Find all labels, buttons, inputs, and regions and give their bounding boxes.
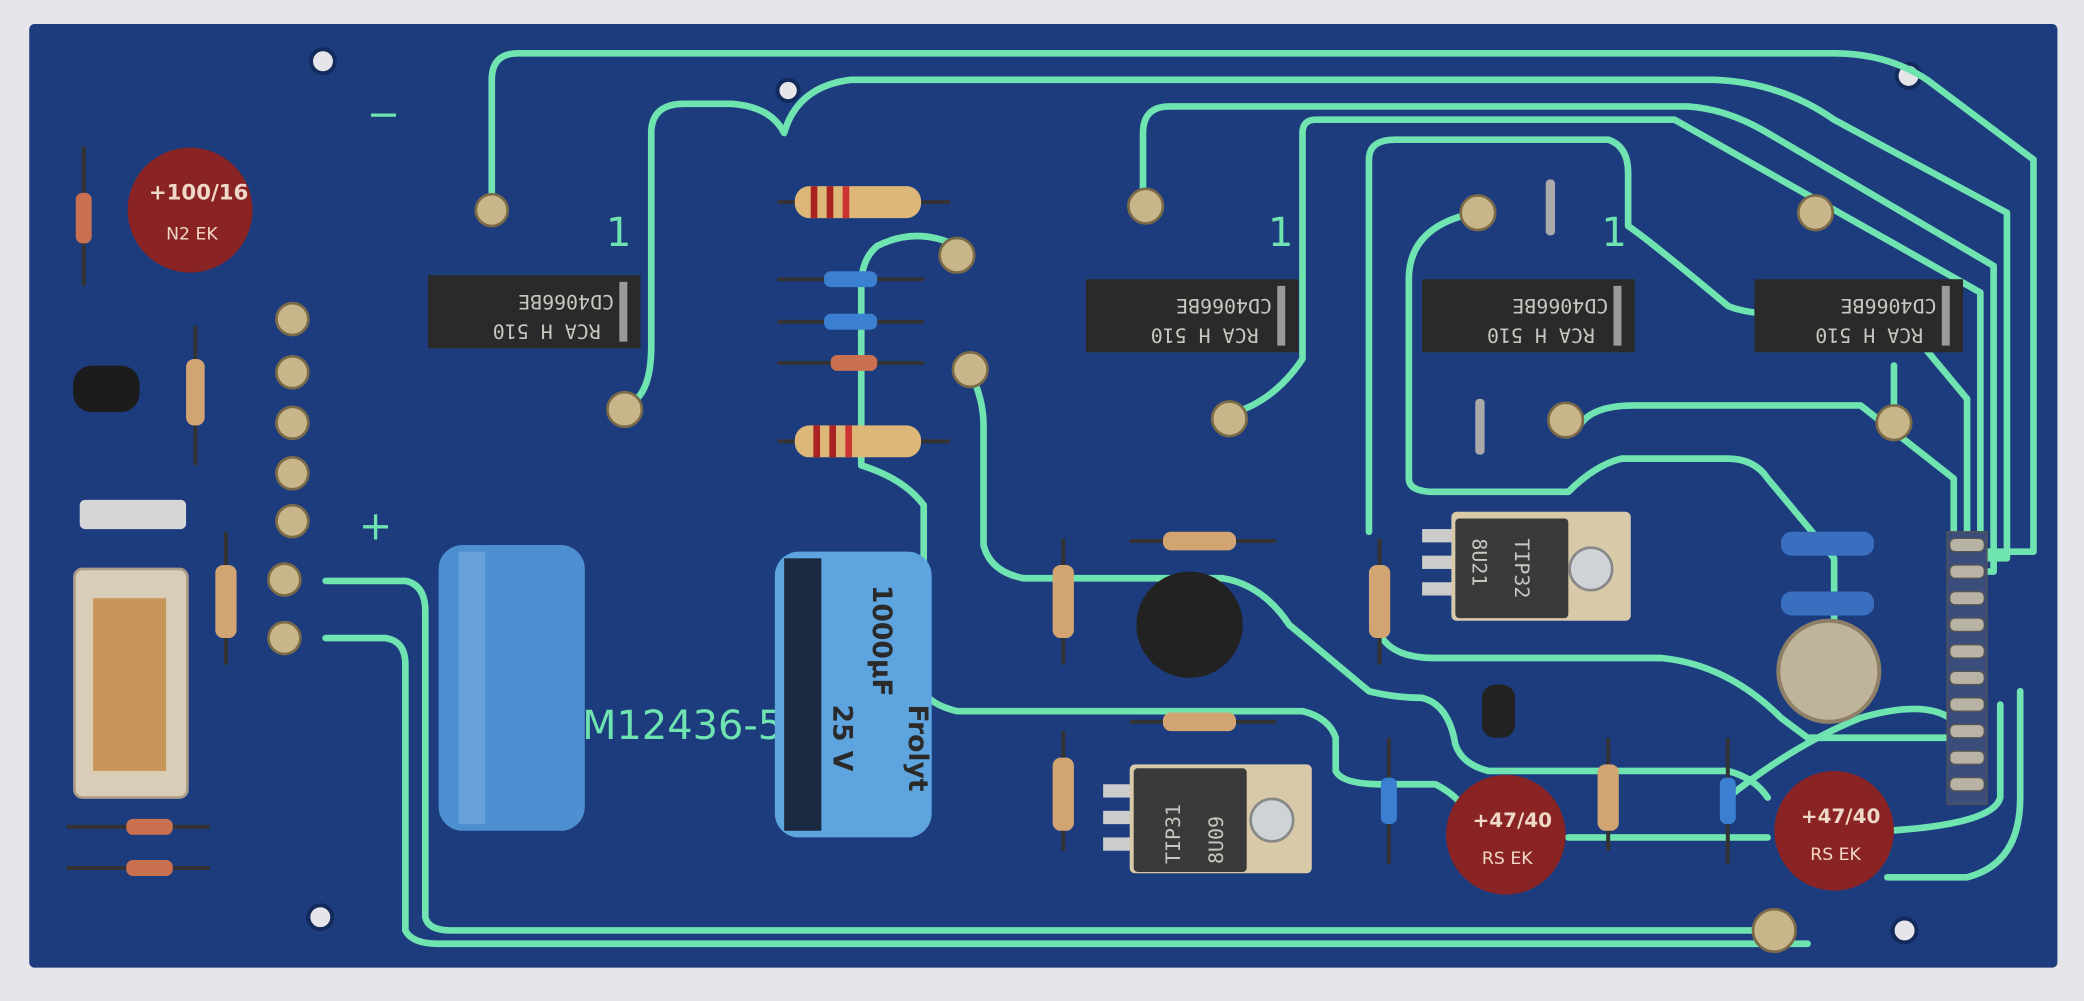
small-transistor [73, 365, 140, 413]
svg-text:TIP32: TIP32 [1510, 538, 1533, 598]
svg-text:+100/16: +100/16 [149, 180, 249, 205]
svg-text:8U09: 8U09 [1205, 816, 1228, 864]
resistors [186, 186, 1619, 851]
fuse [79, 499, 187, 530]
diodes [66, 146, 1875, 876]
minus-marker: − [367, 92, 400, 138]
svg-text:RS EK: RS EK [1810, 845, 1861, 865]
copper-traces [322, 49, 2037, 948]
metal-can-component [1776, 618, 1882, 724]
svg-text:RCA H 510: RCA H 510 [493, 319, 601, 342]
capacitor-47-40: +47/40 RS EK [1774, 770, 1894, 891]
board-part-number: M12436-5 [582, 703, 783, 749]
ic-chip: CD4066BE RCA H 510 [1754, 279, 1964, 353]
svg-text:CD4066BE: CD4066BE [518, 290, 614, 313]
pin1-marker: 1 [1268, 210, 1293, 256]
bridge-rectifier [1136, 571, 1243, 678]
electrolytic-capacitor-1000uf: 1000µF 25 V Frolyt [774, 551, 933, 838]
capacitor-brand: Frolyt [902, 705, 933, 792]
svg-text:RCA H 510: RCA H 510 [1815, 323, 1923, 346]
svg-text:+47/40: +47/40 [1473, 809, 1552, 832]
svg-text:CD4066BE: CD4066BE [1512, 294, 1608, 317]
wire-pins [1475, 179, 1556, 455]
svg-text:N2 EK: N2 EK [166, 224, 218, 244]
solder-pads [267, 187, 1913, 954]
capacitor-100-16: +100/16 N2 EK [127, 147, 253, 273]
capacitor-value: 1000µF [866, 585, 897, 697]
transistor-tip32: TIP32 8U21 [1422, 511, 1631, 621]
svg-text:RCA H 510: RCA H 510 [1151, 323, 1259, 346]
svg-text:8U21: 8U21 [1468, 538, 1491, 586]
edge-connector-pins [1946, 531, 1988, 805]
ic-chip: CD4066BE RCA H 510 [1085, 279, 1299, 353]
svg-text:RCA H 510: RCA H 510 [1487, 323, 1595, 346]
transistor-tip31: TIP31 8U09 [1103, 764, 1312, 874]
pin1-marker: 1 [606, 210, 631, 256]
svg-text:CD4066BE: CD4066BE [1176, 294, 1272, 317]
svg-text:RS EK: RS EK [1482, 849, 1533, 869]
capacitor-voltage: 25 V [826, 705, 857, 772]
ic-chip: CD4066BE RCA H 510 [1422, 279, 1635, 353]
svg-text:CD4066BE: CD4066BE [1841, 294, 1937, 317]
plus-marker: + [359, 504, 392, 550]
small-transistor [1481, 684, 1516, 738]
mounting-holes [306, 47, 1923, 945]
pin1-marker: 1 [1602, 210, 1627, 256]
ic-chip: CD4066BE RCA H 510 [427, 275, 641, 349]
relay-core [93, 598, 167, 771]
electrolytic-capacitor [438, 545, 585, 831]
capacitor-47-40: +47/40 RS EK [1446, 774, 1566, 895]
svg-text:+47/40: +47/40 [1801, 805, 1880, 828]
svg-text:TIP31: TIP31 [1162, 804, 1185, 864]
